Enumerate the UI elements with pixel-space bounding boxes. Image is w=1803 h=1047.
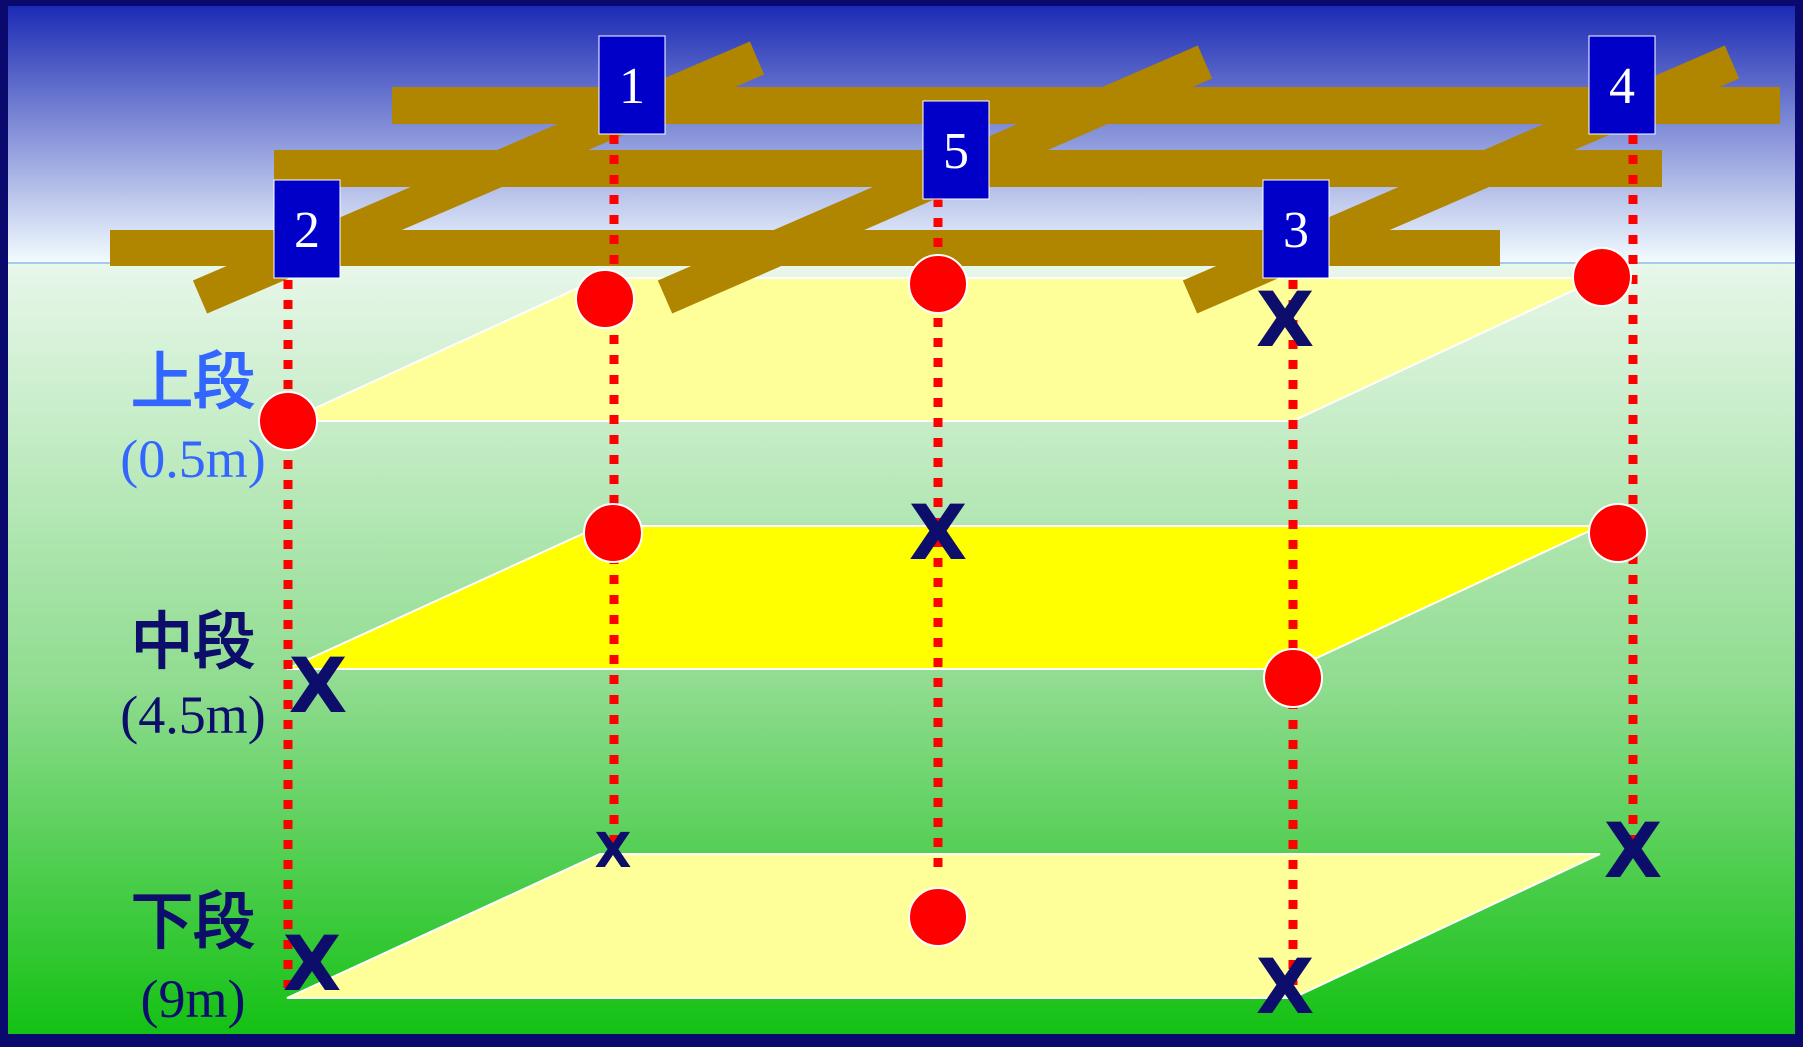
red-dot-icon-3-middle bbox=[1263, 648, 1323, 708]
position-label-3: 3 bbox=[1283, 202, 1309, 259]
position-label-2: 2 bbox=[294, 202, 320, 259]
result-markers: X X X X X X X bbox=[258, 247, 1663, 1031]
position-box-1 bbox=[598, 35, 666, 135]
x-mark-icon-3-lower: X bbox=[1256, 942, 1315, 1031]
position-box-2 bbox=[273, 179, 341, 279]
layer-labels: 上段 (0.5m) 中段 (4.5m) 下段 (9m) bbox=[120, 345, 265, 1029]
red-dot-icon-1-middle bbox=[583, 503, 643, 563]
x-mark-icon-1-lower: X bbox=[594, 823, 631, 879]
position-box-5 bbox=[922, 100, 990, 200]
position-label-5: 5 bbox=[943, 123, 969, 180]
layer-name-middle: 中段 bbox=[131, 605, 255, 678]
layer-depth-middle: (4.5m) bbox=[120, 685, 265, 745]
x-mark-icon-5-middle: X bbox=[909, 488, 968, 577]
layer-depth-upper: (0.5m) bbox=[120, 429, 265, 489]
position-label-1: 1 bbox=[619, 58, 645, 115]
layer-depth-lower: (9m) bbox=[141, 969, 246, 1029]
layer-name-lower: 下段 bbox=[131, 885, 255, 958]
red-dot-icon-1-upper bbox=[575, 269, 635, 329]
sampling-lines bbox=[283, 135, 1638, 988]
x-mark-icon-4-lower: X bbox=[1604, 806, 1663, 895]
layer-name-upper: 上段 bbox=[131, 345, 255, 418]
position-labels: 1 5 4 2 3 bbox=[273, 35, 1656, 279]
red-dot-icon-5-lower bbox=[908, 887, 968, 947]
position-box-4 bbox=[1588, 35, 1656, 135]
red-dot-icon-5-upper bbox=[908, 254, 968, 314]
position-label-4: 4 bbox=[1609, 58, 1635, 115]
position-box-3 bbox=[1262, 179, 1330, 279]
red-dot-icon-2-upper bbox=[258, 391, 318, 451]
x-mark-icon-3-upper: X bbox=[1256, 275, 1315, 364]
x-mark-icon-2-middle: X bbox=[289, 641, 348, 730]
red-dot-icon-4-middle bbox=[1588, 503, 1648, 563]
x-mark-icon-2-lower: X bbox=[283, 919, 342, 1008]
red-dot-icon-4-upper bbox=[1572, 247, 1632, 307]
